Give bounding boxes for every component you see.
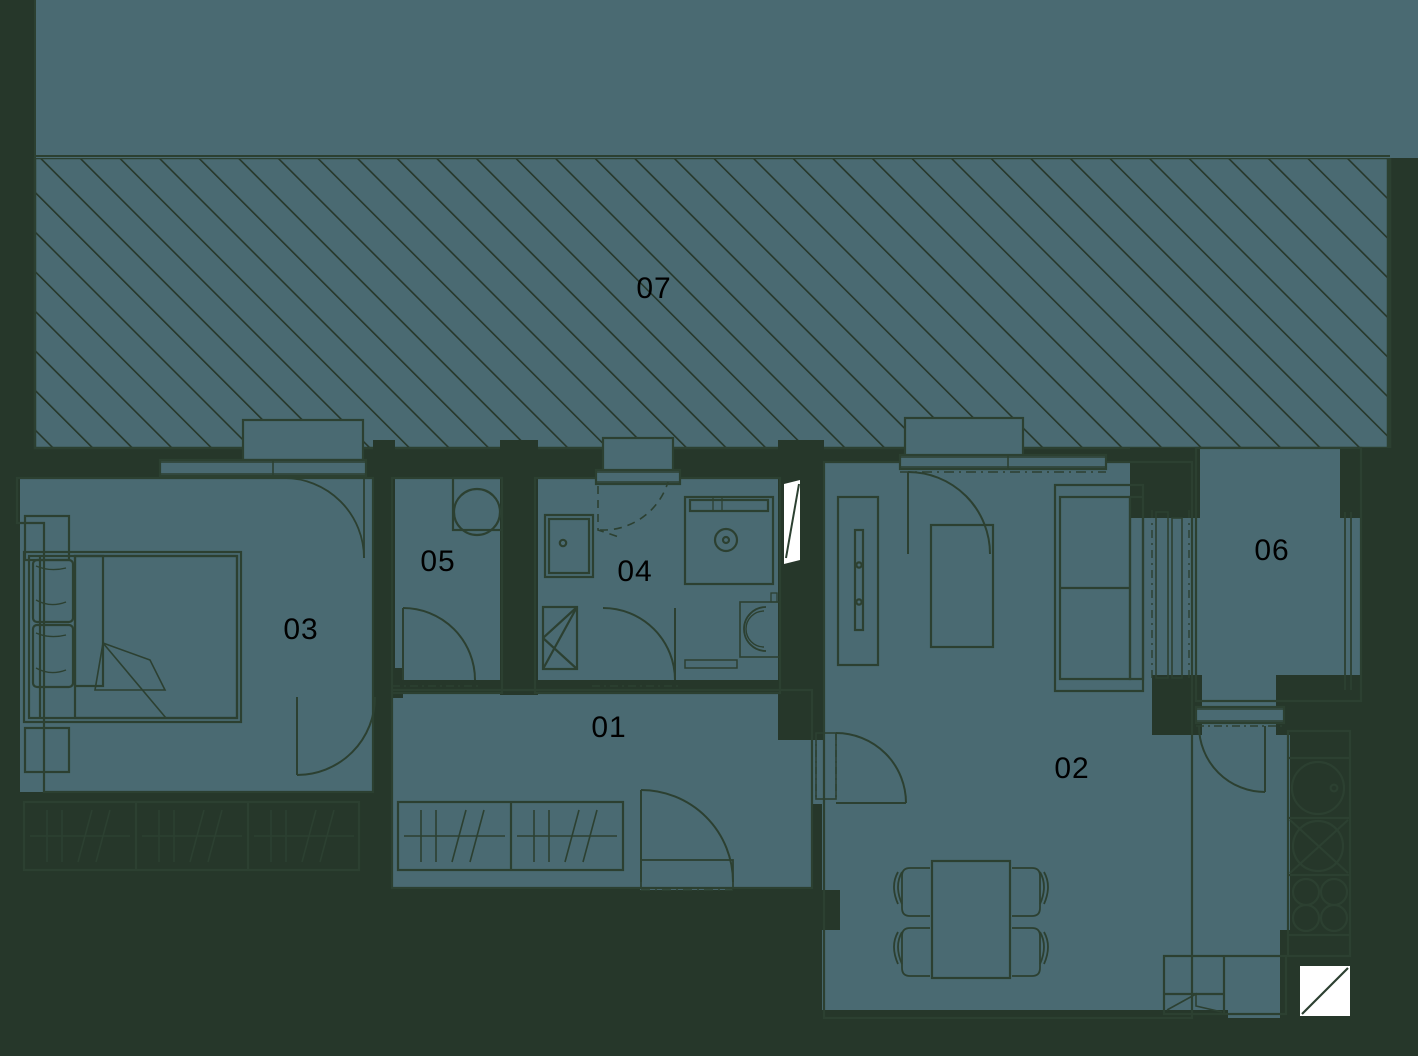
coffee-table-icon (929, 523, 995, 649)
door-bedroom-hall (296, 696, 376, 776)
room-label-03: 03 (283, 613, 319, 646)
nightstand-icon (23, 726, 71, 774)
washbasin-icon (543, 513, 595, 579)
wc-icon (739, 592, 781, 658)
room-01-hallway (390, 688, 907, 941)
sofa-icon (1053, 483, 1145, 693)
room-04-bathroom (533, 436, 800, 695)
kitchen-sink-icon (1290, 760, 1346, 816)
dining-chair (1012, 927, 1049, 977)
dining-chair (893, 867, 930, 917)
shaft-marker-icon (1300, 966, 1350, 1016)
door-living-terrace (898, 416, 1108, 555)
room-label-07: 07 (636, 272, 672, 305)
room-label-01: 01 (591, 711, 627, 744)
wardrobe-3-bay (22, 800, 361, 872)
kitchen-counter-icon (1286, 729, 1352, 958)
bed-icon (22, 550, 243, 724)
door-kitchen-balcony (1194, 705, 1286, 793)
room-label-06: 06 (1254, 534, 1290, 567)
window-bathroom (594, 436, 682, 539)
window-bedroom-terrace (158, 418, 368, 559)
entrance-arrow-icon (656, 901, 700, 941)
door-bathroom (592, 607, 680, 687)
dining-chair (893, 927, 930, 977)
room-02-living (822, 416, 1352, 1020)
four-burner-hob-icon (1291, 877, 1349, 933)
window-marker-icon (784, 480, 800, 564)
interior-floor-areas (17, 448, 1361, 1020)
room-03-bedroom (15, 418, 376, 872)
door-hall-living (815, 732, 907, 804)
shower-tray-icon (683, 495, 775, 586)
utility-sink-icon (451, 476, 504, 532)
kitchen-appliance-icon (1289, 819, 1349, 874)
wardrobe-2-bay (396, 800, 625, 872)
door-utility (392, 607, 478, 687)
dining-table-icon (893, 859, 1049, 980)
room-label-05: 05 (420, 545, 456, 578)
sliding-door-balcony (1151, 510, 1190, 682)
base-cabinets-icon (1162, 954, 1288, 1016)
room-label-02: 02 (1054, 752, 1090, 785)
dining-chair (1012, 867, 1049, 917)
room-06-balcony (1194, 446, 1363, 703)
tv-unit-icon (836, 495, 880, 667)
room-07-terrace (33, 0, 1418, 450)
room-label-04: 04 (617, 555, 653, 588)
entrance-door (640, 789, 734, 891)
room-05-utility (390, 476, 504, 695)
storage-unit-icon (541, 605, 579, 671)
